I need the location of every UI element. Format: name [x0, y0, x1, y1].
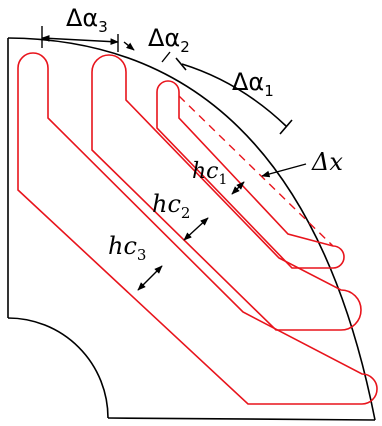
stator-outline [7, 37, 376, 421]
hc1-arrow [231, 181, 245, 195]
label-hc3: hc3 [108, 232, 146, 264]
delta-alpha-2-dimension [123, 41, 171, 63]
slot-2-outline [91, 54, 362, 331]
delta-alpha-3-dimension [41, 26, 119, 52]
label-delta-alpha-2: Δα2 [148, 24, 190, 56]
label-delta-x: Δx [311, 148, 343, 176]
hc2-arrow [183, 217, 209, 241]
hc3-arrow [137, 265, 163, 291]
delta-x-leader [261, 163, 307, 178]
delta-alpha-1-dimension [175, 57, 293, 135]
outer-arc [7, 37, 376, 421]
label-delta-alpha-1: Δα1 [232, 68, 274, 100]
label-hc1: hc1 [192, 159, 227, 188]
bore-arc [7, 317, 109, 419]
bottom-edge [107, 417, 376, 421]
slot-1-dashed-line [178, 95, 334, 247]
label-delta-alpha-3: Δα3 [66, 4, 108, 36]
label-hc2: hc2 [152, 190, 190, 222]
slot-3-outline [17, 52, 378, 405]
